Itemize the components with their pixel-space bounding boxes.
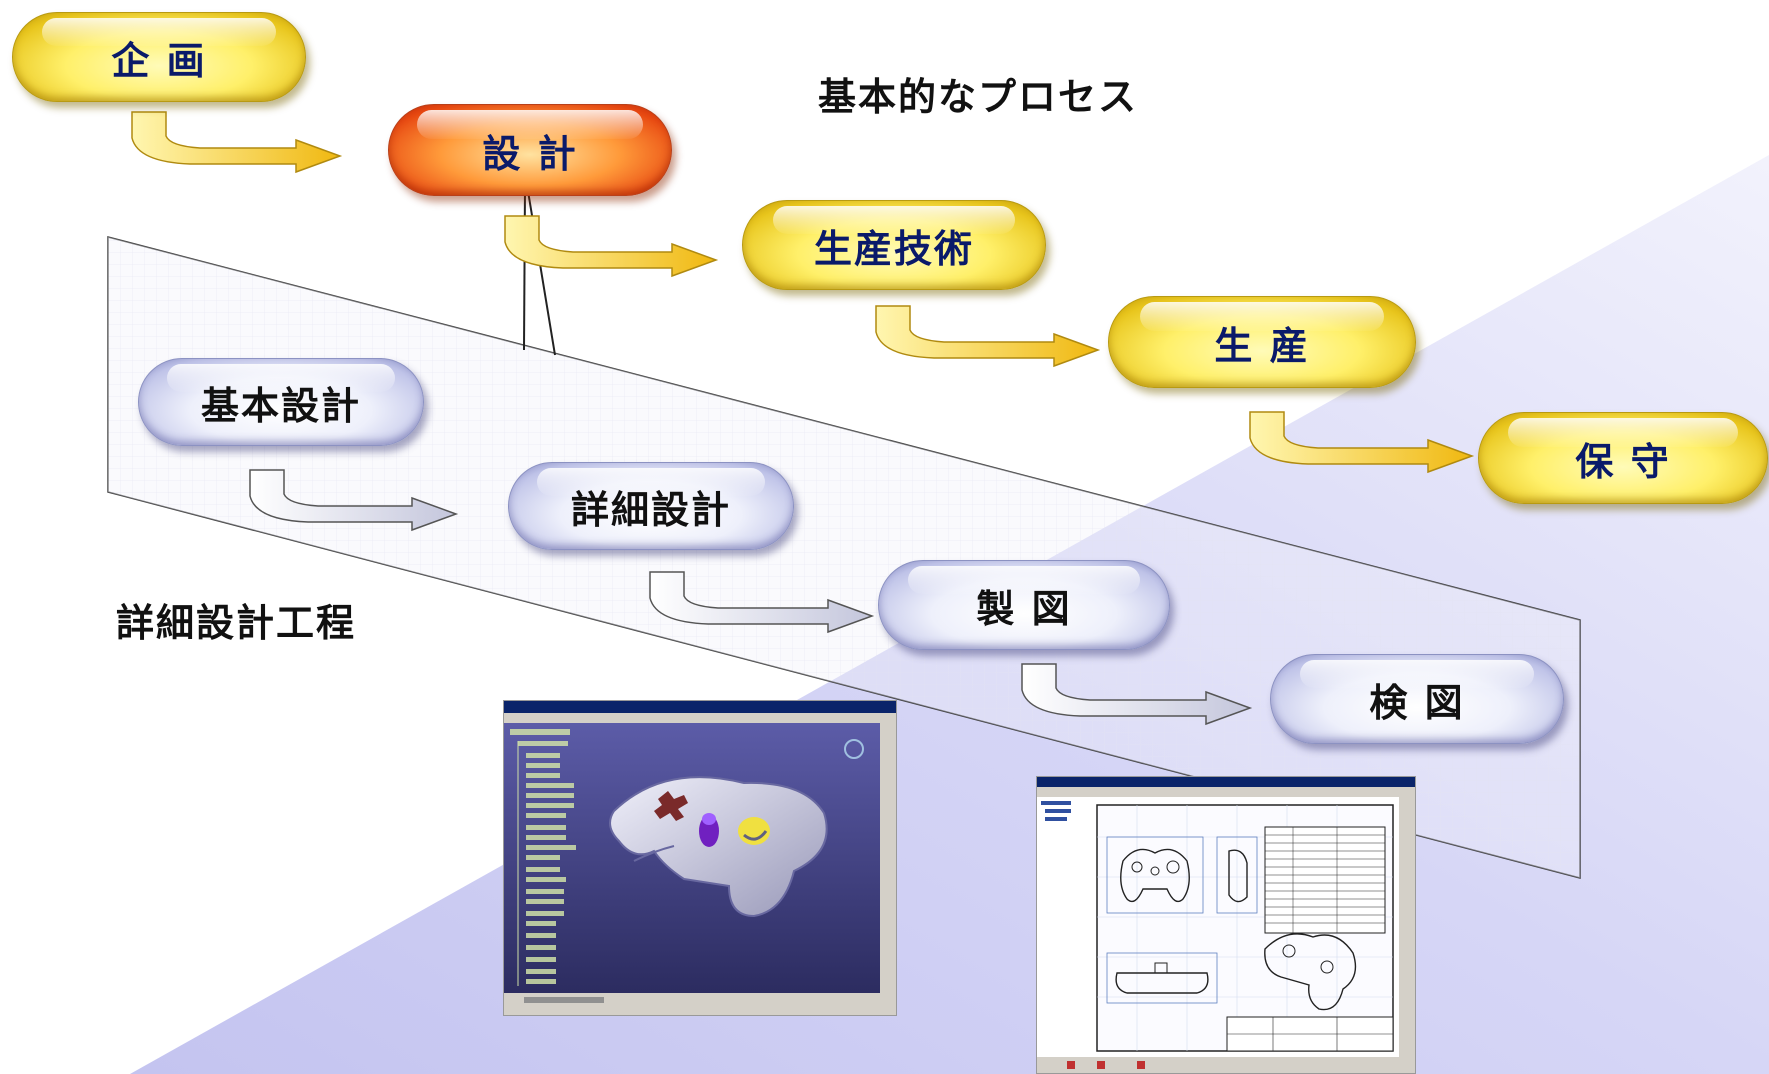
flow-arrow-grey (649, 571, 875, 634)
step-label: 詳細設計 (570, 487, 731, 532)
design-connector-line (526, 184, 556, 356)
step-label: 企 画 (111, 38, 207, 83)
step-label: 保 守 (1575, 439, 1671, 484)
flow-arrow-gold (131, 111, 343, 174)
step-drafting: 製 図 (878, 560, 1170, 650)
gamepad-model (609, 776, 828, 918)
step-basic-design: 基本設計 (138, 358, 424, 446)
step-plan: 企 画 (12, 12, 306, 102)
flow-arrow-gold (1249, 411, 1475, 474)
diagram-title: 基本的なプロセス (818, 75, 1139, 119)
step-production-engineering: 生産技術 (742, 200, 1046, 290)
step-inspection: 検 図 (1270, 654, 1564, 744)
design-connector-line (523, 184, 526, 351)
step-label: 基本設計 (200, 383, 361, 428)
flow-arrow-gold (504, 215, 719, 278)
detail-process-title: 詳細設計工程 (116, 601, 357, 645)
cad-3d-screenshot (503, 700, 897, 1016)
step-label: 設 計 (482, 131, 578, 176)
step-design: 設 計 (388, 104, 672, 196)
flow-arrow-grey (249, 469, 459, 532)
gamepad-drawing-icon (1037, 777, 1415, 1073)
step-detailed-design: 詳細設計 (508, 462, 794, 550)
cad-drawing-screenshot (1036, 776, 1416, 1074)
step-production: 生 産 (1108, 296, 1416, 388)
flow-arrow-grey (1021, 663, 1253, 726)
step-label: 生産技術 (813, 226, 974, 271)
flow-arrow-gold (875, 305, 1101, 368)
step-label: 製 図 (976, 586, 1072, 631)
step-maintenance: 保 守 (1478, 412, 1768, 504)
step-label: 生 産 (1214, 323, 1310, 368)
step-label: 検 図 (1369, 680, 1465, 725)
gamepad-3d-model-icon (504, 701, 896, 1015)
